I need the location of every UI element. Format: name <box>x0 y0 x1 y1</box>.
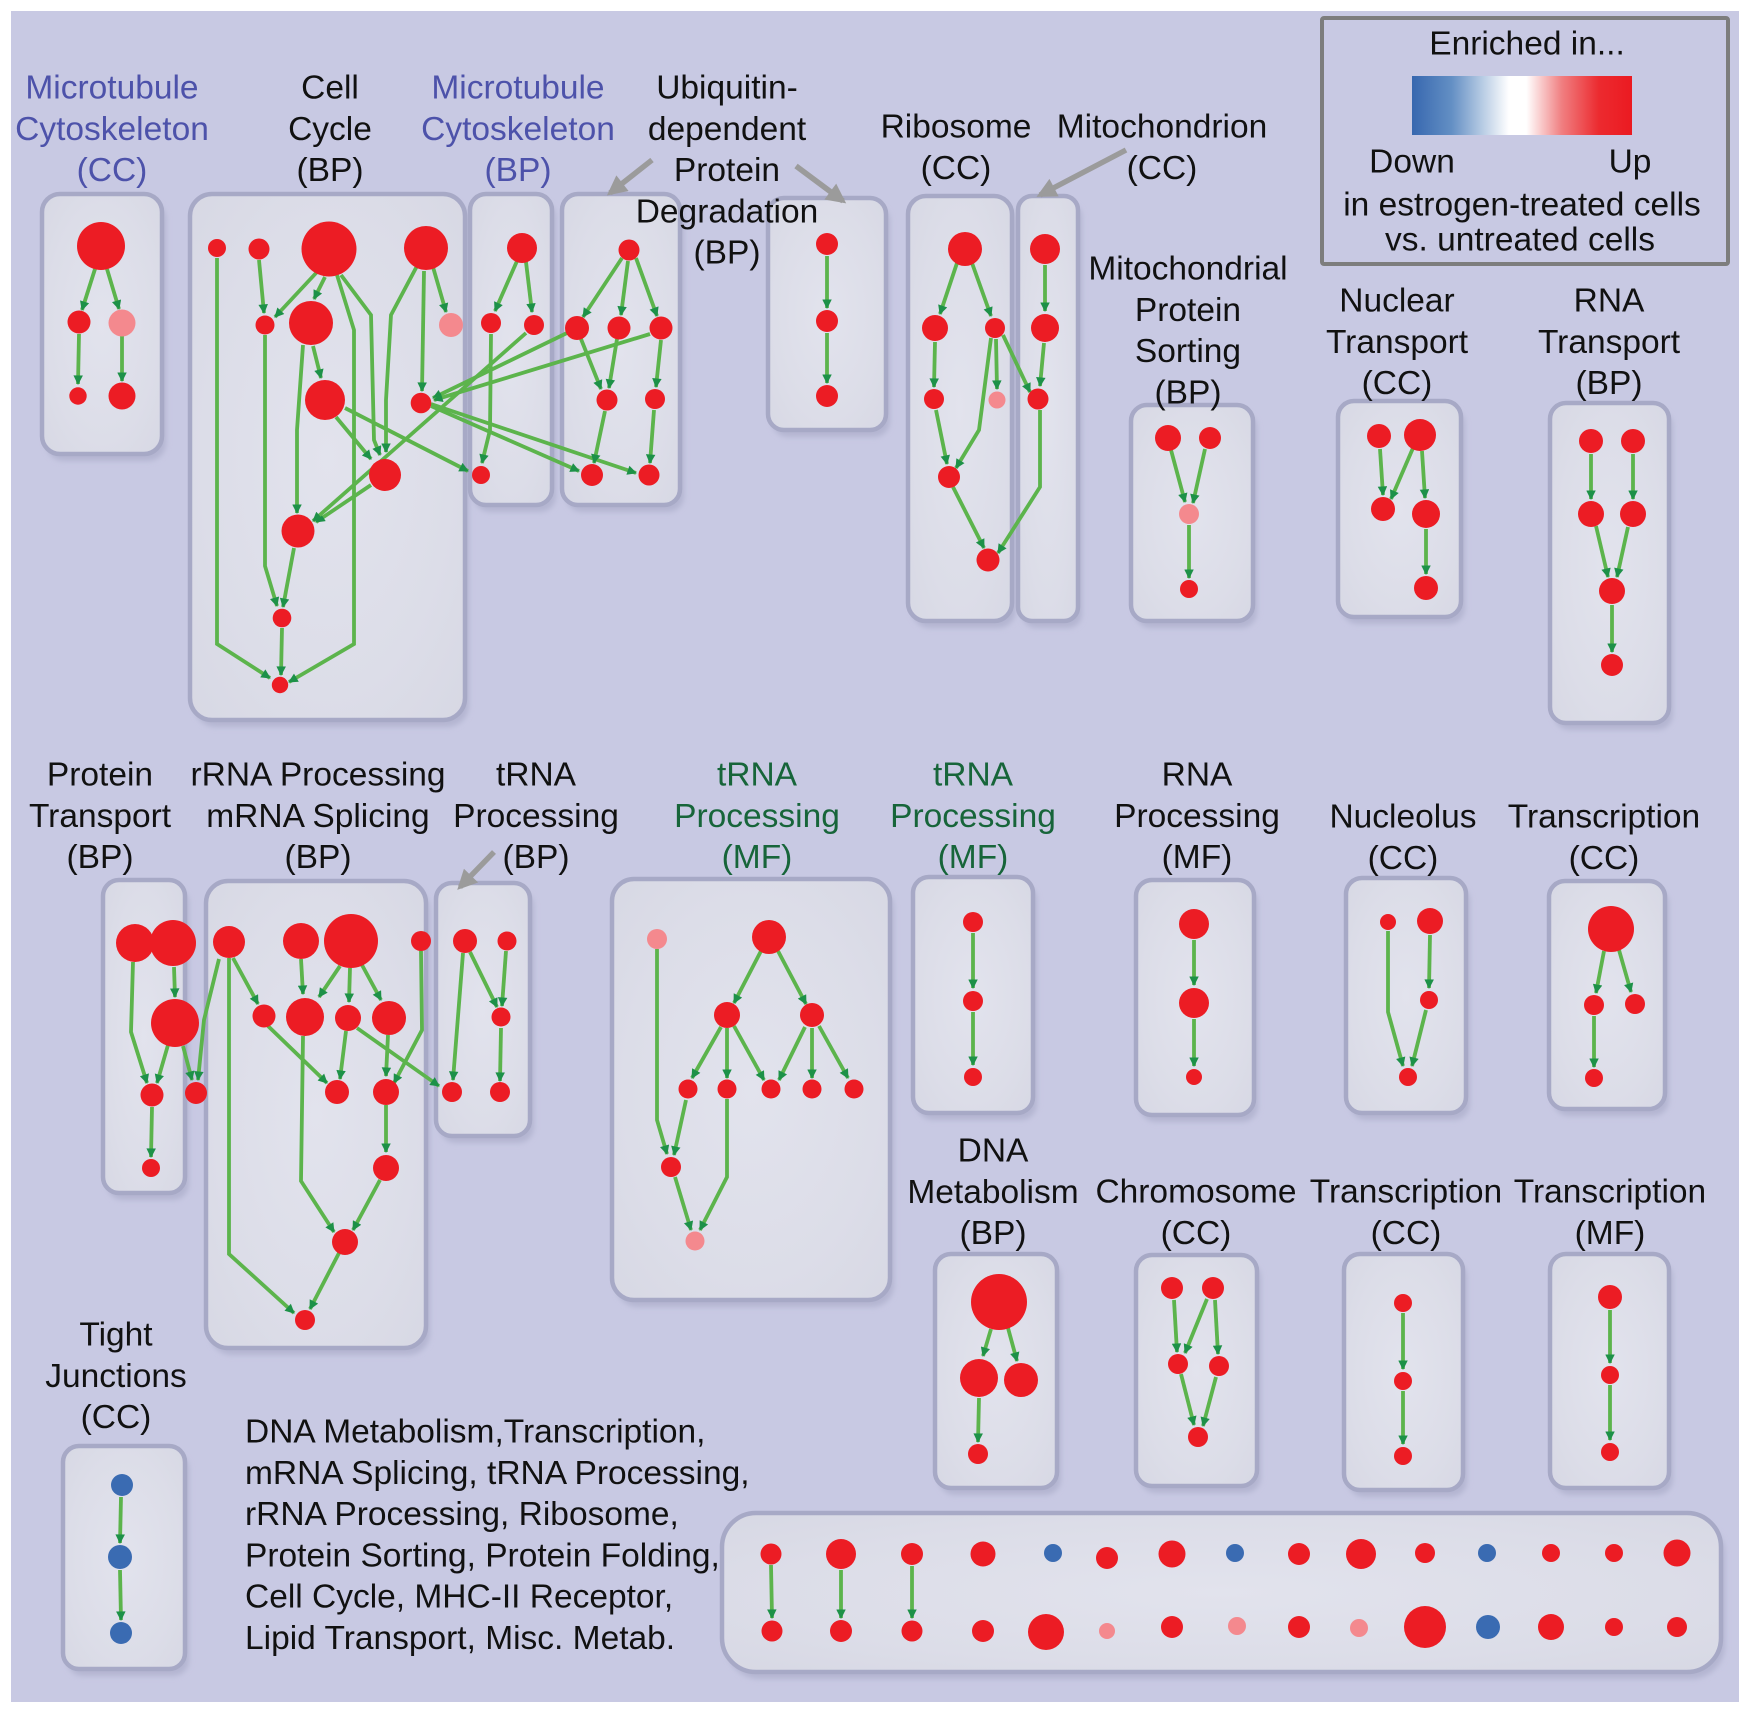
svg-text:Up: Up <box>1609 144 1652 181</box>
svg-text:Protein: Protein <box>1135 292 1241 329</box>
svg-text:rRNA Processing: rRNA Processing <box>190 757 445 794</box>
svg-text:(BP): (BP) <box>297 152 364 189</box>
svg-text:(CC): (CC) <box>921 150 992 187</box>
svg-text:(CC): (CC) <box>1368 840 1439 877</box>
svg-text:Nucleolus: Nucleolus <box>1329 799 1476 836</box>
svg-text:mRNA Splicing: mRNA Splicing <box>206 798 429 835</box>
svg-text:DNA: DNA <box>958 1133 1029 1170</box>
svg-text:Chromosome: Chromosome <box>1095 1174 1296 1211</box>
svg-text:Nuclear: Nuclear <box>1339 283 1454 320</box>
svg-text:(BP): (BP) <box>960 1215 1027 1252</box>
svg-text:(MF): (MF) <box>938 839 1009 876</box>
svg-text:Processing: Processing <box>453 798 619 835</box>
svg-text:Down: Down <box>1369 144 1455 181</box>
svg-text:(BP): (BP) <box>285 839 352 876</box>
svg-text:(CC): (CC) <box>1127 150 1198 187</box>
svg-text:Transcription: Transcription <box>1310 1174 1502 1211</box>
svg-text:(BP): (BP) <box>694 235 761 272</box>
svg-text:Metabolism: Metabolism <box>907 1174 1078 1211</box>
svg-text:(MF): (MF) <box>1575 1215 1646 1252</box>
svg-text:(CC): (CC) <box>1371 1215 1442 1252</box>
svg-text:tRNA: tRNA <box>717 757 798 794</box>
svg-text:(BP): (BP) <box>1155 374 1222 411</box>
svg-text:Transcription: Transcription <box>1508 799 1700 836</box>
svg-text:Cell: Cell <box>301 70 359 107</box>
svg-text:(BP): (BP) <box>1576 365 1643 402</box>
svg-text:Cytoskeleton: Cytoskeleton <box>421 111 615 148</box>
svg-text:dependent: dependent <box>648 111 807 148</box>
svg-text:Transcription: Transcription <box>1514 1174 1706 1211</box>
svg-text:(BP): (BP) <box>503 839 570 876</box>
svg-text:Transport: Transport <box>1326 324 1469 361</box>
svg-text:Enriched in...: Enriched in... <box>1429 26 1625 63</box>
svg-text:(BP): (BP) <box>485 152 552 189</box>
svg-text:(CC): (CC) <box>77 152 148 189</box>
svg-text:Mitochondrial: Mitochondrial <box>1088 251 1287 288</box>
svg-text:Cell Cycle, MHC-II Receptor,: Cell Cycle, MHC-II Receptor, <box>245 1579 673 1616</box>
svg-text:(BP): (BP) <box>67 839 134 876</box>
svg-text:Mitochondrion: Mitochondrion <box>1057 109 1267 146</box>
svg-text:Tight: Tight <box>79 1317 153 1354</box>
svg-text:(CC): (CC) <box>81 1399 152 1436</box>
svg-text:Processing: Processing <box>890 798 1056 835</box>
svg-text:in estrogen-treated cells: in estrogen-treated cells <box>1343 187 1701 224</box>
svg-text:Protein: Protein <box>47 757 153 794</box>
svg-text:Processing: Processing <box>1114 798 1280 835</box>
svg-text:Transport: Transport <box>1538 324 1681 361</box>
svg-text:Junctions: Junctions <box>45 1358 187 1395</box>
svg-text:Protein: Protein <box>674 152 780 189</box>
svg-text:Cycle: Cycle <box>288 111 372 148</box>
svg-text:Sorting: Sorting <box>1135 333 1241 370</box>
svg-text:Lipid Transport, Misc. Metab.: Lipid Transport, Misc. Metab. <box>245 1620 675 1657</box>
svg-text:DNA Metabolism,Transcription,: DNA Metabolism,Transcription, <box>245 1414 705 1451</box>
svg-text:Processing: Processing <box>674 798 840 835</box>
svg-text:mRNA Splicing, tRNA Processing: mRNA Splicing, tRNA Processing, <box>245 1455 750 1492</box>
svg-text:(CC): (CC) <box>1161 1215 1232 1252</box>
svg-text:tRNA: tRNA <box>496 757 577 794</box>
svg-text:Ribosome: Ribosome <box>881 109 1032 146</box>
svg-text:Degradation: Degradation <box>636 193 819 230</box>
svg-text:vs. untreated cells: vs. untreated cells <box>1385 222 1655 259</box>
svg-text:Microtubule: Microtubule <box>431 70 604 107</box>
svg-text:RNA: RNA <box>1162 757 1233 794</box>
svg-text:rRNA Processing, Ribosome,: rRNA Processing, Ribosome, <box>245 1496 679 1533</box>
svg-text:tRNA: tRNA <box>933 757 1014 794</box>
svg-text:Ubiquitin-: Ubiquitin- <box>656 70 798 107</box>
svg-text:(CC): (CC) <box>1362 365 1433 402</box>
svg-text:RNA: RNA <box>1574 283 1645 320</box>
svg-text:Cytoskeleton: Cytoskeleton <box>15 111 209 148</box>
svg-text:Transport: Transport <box>29 798 172 835</box>
svg-text:Microtubule: Microtubule <box>25 70 198 107</box>
svg-text:Protein Sorting, Protein Foldi: Protein Sorting, Protein Folding, <box>245 1537 720 1574</box>
svg-text:(MF): (MF) <box>1162 839 1233 876</box>
svg-text:(MF): (MF) <box>722 839 793 876</box>
svg-text:(CC): (CC) <box>1569 840 1640 877</box>
